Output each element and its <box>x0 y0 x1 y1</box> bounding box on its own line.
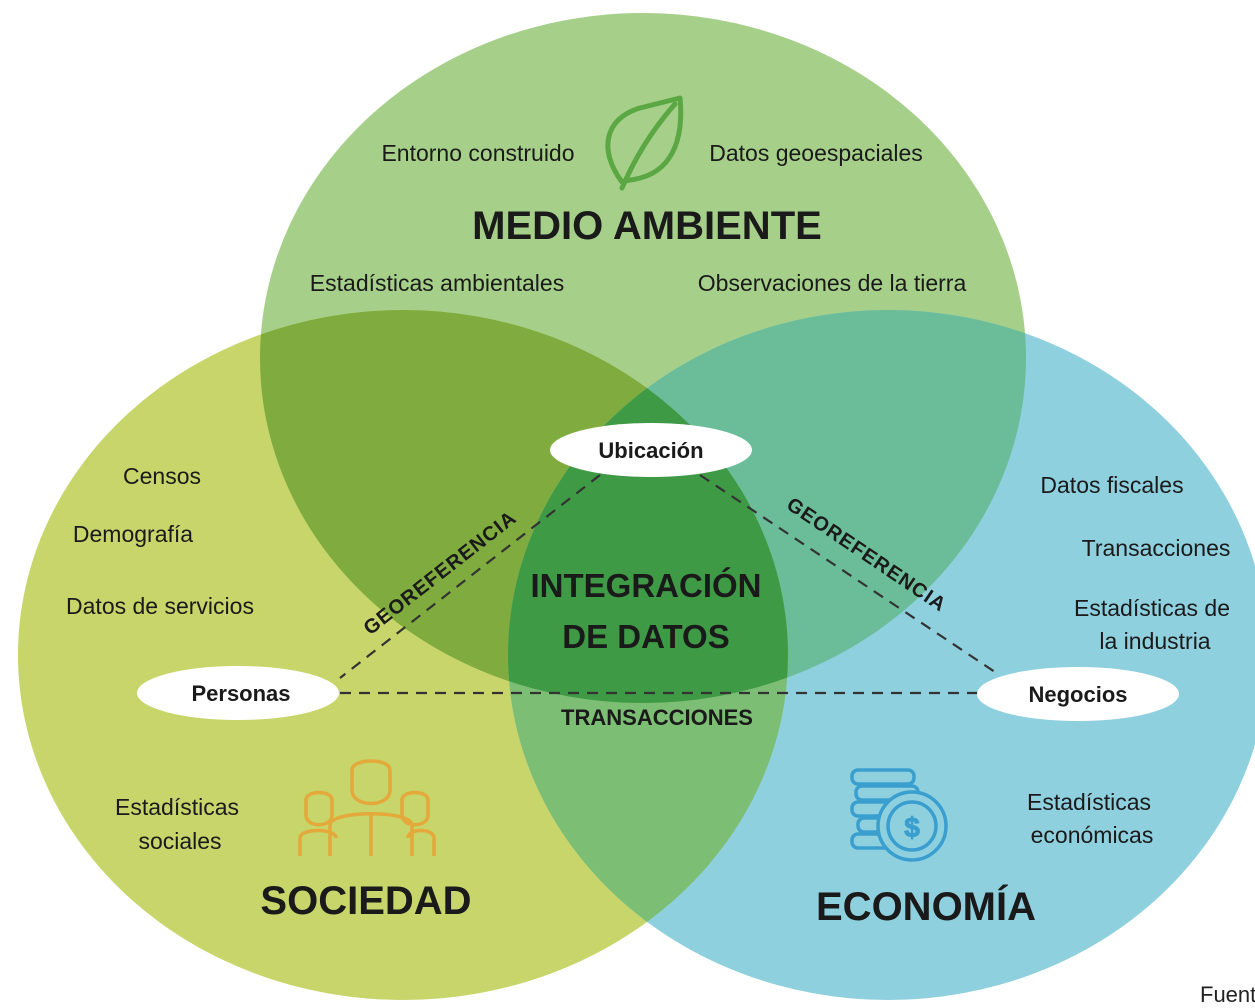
node-ubicacion <box>550 423 752 477</box>
link-ubicacion-negocios <box>699 474 996 673</box>
center-title-line1: INTEGRACIÓN <box>531 567 762 604</box>
node-personas <box>137 666 339 720</box>
economia-item: Transacciones <box>1082 535 1231 561</box>
link-ubicacion-personas <box>339 474 601 679</box>
economia-industry-line2: la industria <box>1099 628 1210 654</box>
node-negocios <box>977 667 1179 721</box>
ambiente-item: Entorno construido <box>381 140 574 166</box>
overlap-center <box>508 310 788 703</box>
coins-icon: $ <box>850 768 948 862</box>
sociedad-stats-line1: Estadísticas <box>115 794 239 820</box>
ambiente-item: Datos geoespaciales <box>709 140 923 166</box>
title-sociedad: SOCIEDAD <box>260 879 471 923</box>
people-icon <box>298 759 436 856</box>
economia-industry-line1: Estadísticas de <box>1074 595 1230 621</box>
sociedad-item: Censos <box>123 463 201 489</box>
title-medio-ambiente: MEDIO AMBIENTE <box>472 204 822 248</box>
sociedad-item: Demografía <box>73 521 193 547</box>
node-personas-label: Personas <box>191 681 290 706</box>
sociedad-item: Datos de servicios <box>66 593 254 619</box>
economia-item: Datos fiscales <box>1040 472 1183 498</box>
leaf-icon <box>605 95 684 191</box>
sociedad-stats-line2: sociales <box>138 828 221 854</box>
link-label-bottom: TRANSACCIONES <box>561 705 753 730</box>
node-ubicacion-label: Ubicación <box>598 438 703 463</box>
svg-text:$: $ <box>904 812 920 843</box>
title-economia: ECONOMÍA <box>816 884 1036 929</box>
economia-stats-line2: económicas <box>1031 822 1154 848</box>
center-title-line2: DE DATOS <box>562 618 729 655</box>
economia-stats-line1: Estadísticas <box>1027 789 1151 815</box>
footer-source: Fuente <box>1200 982 1255 1007</box>
ambiente-item: Observaciones de la tierra <box>698 270 967 296</box>
node-negocios-label: Negocios <box>1028 682 1127 707</box>
ambiente-item: Estadísticas ambientales <box>310 270 564 296</box>
